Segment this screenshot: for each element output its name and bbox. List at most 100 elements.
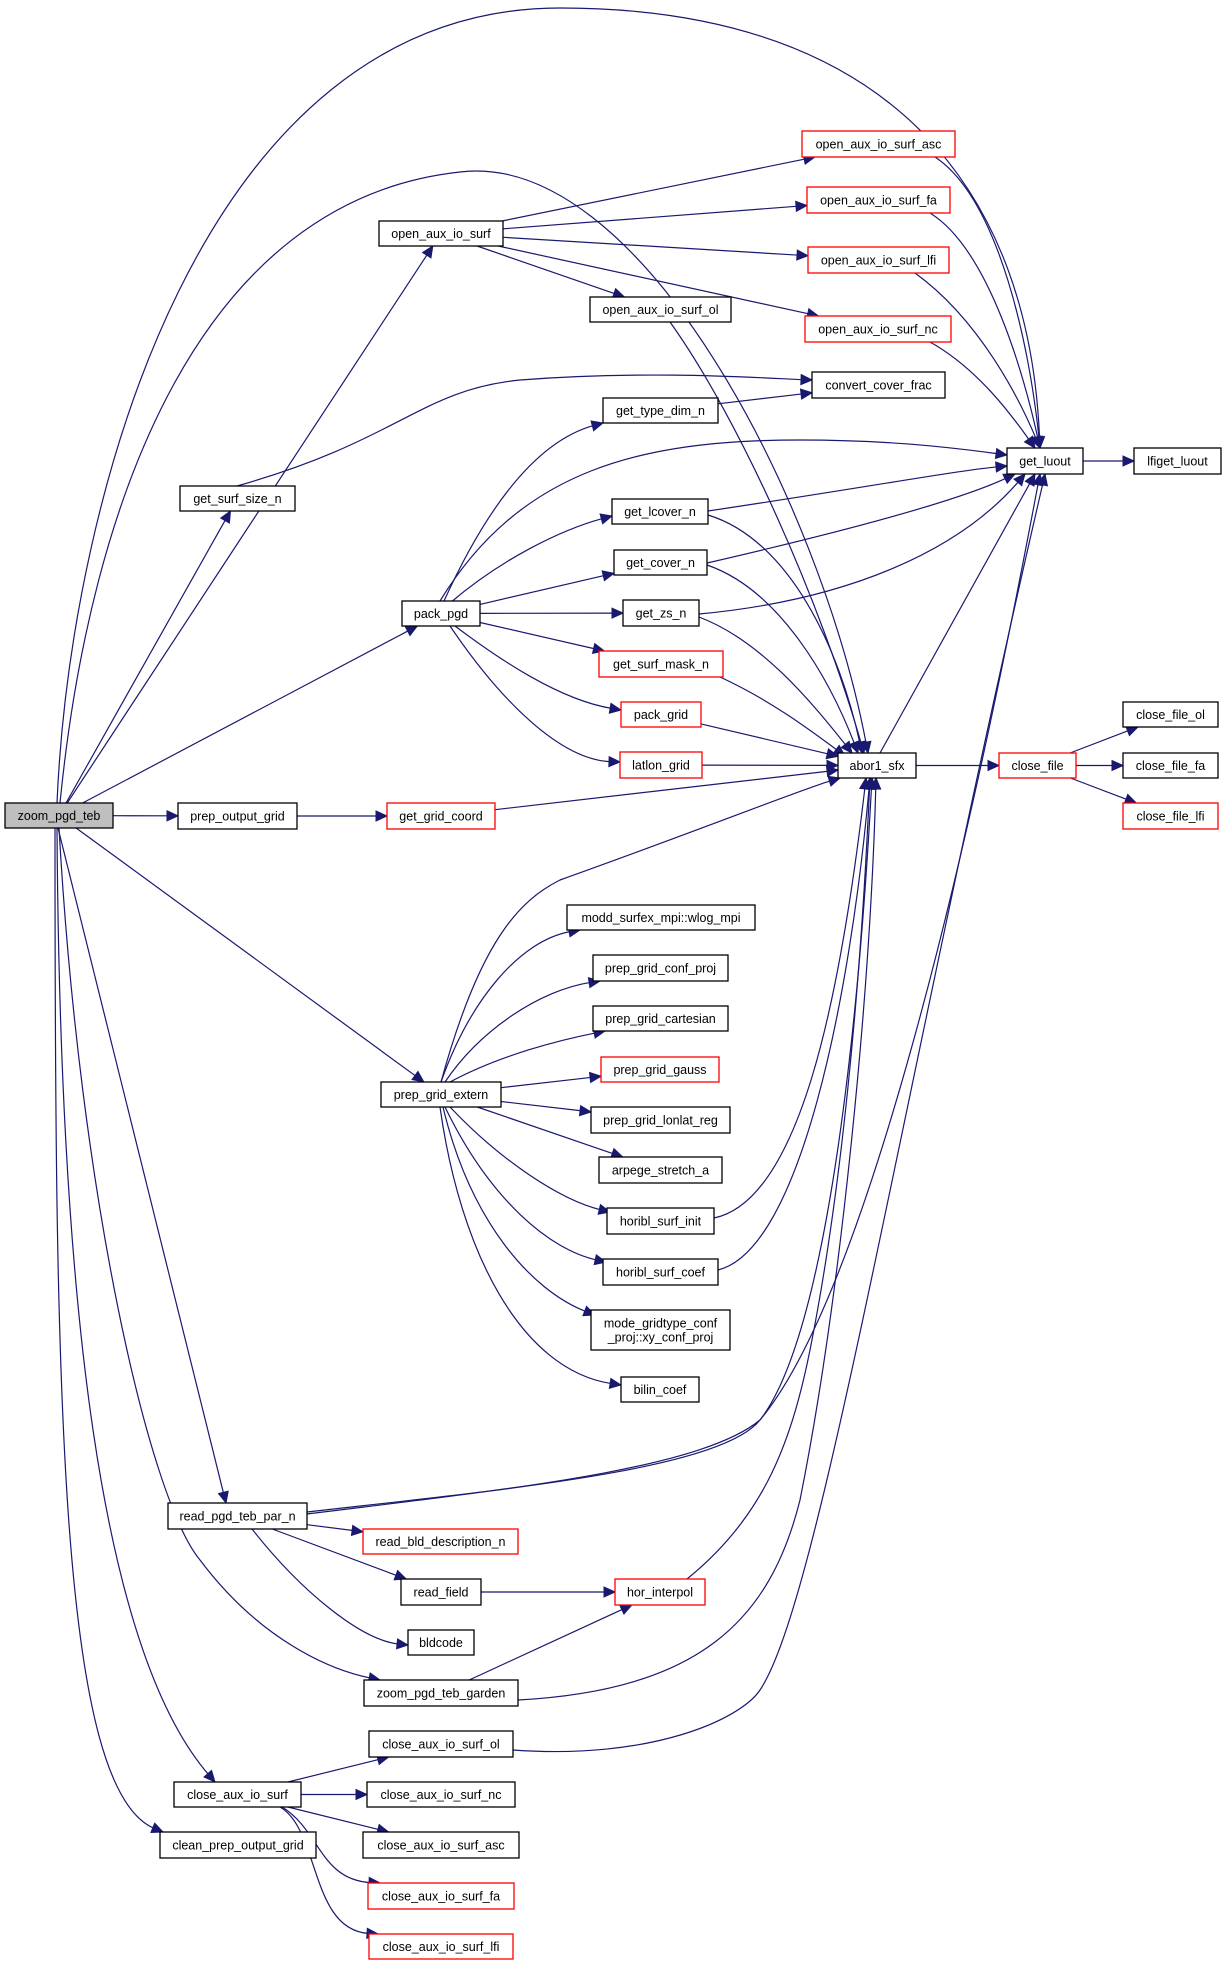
node-zoom-pgd-teb[interactable]: zoom_pgd_teb: [4, 802, 114, 829]
node-box[interactable]: [619, 751, 703, 779]
node-close-file[interactable]: close_file: [998, 752, 1077, 779]
node-box[interactable]: [804, 315, 952, 343]
node-box[interactable]: [598, 650, 724, 678]
node-close-aux-io-surf-fa[interactable]: close_aux_io_surf_fa: [367, 1882, 515, 1910]
node-open-aux-io-surf[interactable]: open_aux_io_surf: [378, 220, 504, 247]
node-box[interactable]: [998, 752, 1077, 779]
node-box[interactable]: [611, 498, 709, 525]
node-box[interactable]: [602, 397, 719, 424]
node-close-file-lfi[interactable]: close_file_lfi: [1122, 802, 1219, 830]
node-box[interactable]: [386, 802, 496, 830]
node-box[interactable]: [401, 600, 481, 627]
node-box[interactable]: [380, 1081, 502, 1108]
node-box[interactable]: [620, 701, 702, 728]
node-box[interactable]: [606, 1207, 715, 1235]
node-abor1-sfx[interactable]: abor1_sfx: [837, 752, 917, 779]
node-open-aux-io-surf-asc[interactable]: open_aux_io_surf_asc: [801, 130, 956, 158]
node-close-aux-io-surf-ol[interactable]: close_aux_io_surf_ol: [368, 1730, 514, 1758]
node-latlon-grid[interactable]: latlon_grid: [619, 751, 703, 779]
node-box[interactable]: [807, 246, 950, 274]
node-box[interactable]: [590, 1106, 731, 1134]
node-horibl-surf-coef[interactable]: horibl_surf_coef: [602, 1258, 719, 1286]
node-box[interactable]: [1122, 802, 1219, 830]
node-open-aux-io-surf-lfi[interactable]: open_aux_io_surf_lfi: [807, 246, 950, 274]
node-prep-output-grid[interactable]: prep_output_grid: [177, 802, 298, 830]
node-box[interactable]: [622, 599, 700, 627]
node-read-bld-description-n[interactable]: read_bld_description_n: [362, 1528, 519, 1555]
node-box[interactable]: [363, 1679, 519, 1707]
node-box[interactable]: [566, 904, 756, 931]
node-box[interactable]: [367, 1882, 515, 1910]
node-lfiget-luout[interactable]: lfiget_luout: [1133, 447, 1222, 475]
node-prep-grid-conf-proj[interactable]: prep_grid_conf_proj: [592, 954, 729, 982]
node-box[interactable]: [589, 296, 732, 323]
node-box[interactable]: [590, 1309, 731, 1351]
node-box[interactable]: [600, 1056, 720, 1083]
node-box[interactable]: [177, 802, 298, 830]
node-get-luout[interactable]: get_luout: [1006, 447, 1084, 475]
node-get-lcover-n[interactable]: get_lcover_n: [611, 498, 709, 525]
node-prep-grid-cartesian[interactable]: prep_grid_cartesian: [592, 1005, 729, 1032]
node-close-aux-io-surf[interactable]: close_aux_io_surf: [173, 1781, 302, 1808]
node-box[interactable]: [407, 1629, 475, 1656]
node-box[interactable]: [362, 1528, 519, 1555]
node-box[interactable]: [368, 1730, 514, 1758]
node-convert-cover-frac[interactable]: convert_cover_frac: [811, 371, 946, 399]
node-box[interactable]: [592, 954, 729, 982]
node-close-aux-io-surf-lfi[interactable]: close_aux_io_surf_lfi: [368, 1933, 514, 1960]
node-wlog-mpi[interactable]: modd_surfex_mpi::wlog_mpi: [566, 904, 756, 931]
node-box[interactable]: [173, 1781, 302, 1808]
node-pack-grid[interactable]: pack_grid: [620, 701, 702, 728]
node-box[interactable]: [1122, 752, 1219, 779]
node-close-aux-io-surf-asc[interactable]: close_aux_io_surf_asc: [362, 1831, 520, 1859]
node-clean-prep-output-grid[interactable]: clean_prep_output_grid: [159, 1831, 317, 1859]
node-box[interactable]: [1006, 447, 1084, 475]
node-box[interactable]: [179, 485, 296, 512]
node-box[interactable]: [801, 130, 956, 158]
node-horibl-surf-init[interactable]: horibl_surf_init: [606, 1207, 715, 1235]
node-xy-conf-proj[interactable]: mode_gridtype_conf_proj::xy_conf_proj: [590, 1309, 731, 1351]
node-close-aux-io-surf-nc[interactable]: close_aux_io_surf_nc: [366, 1781, 516, 1808]
node-box[interactable]: [602, 1258, 719, 1286]
node-close-file-ol[interactable]: close_file_ol: [1122, 701, 1219, 728]
node-box[interactable]: [362, 1831, 520, 1859]
node-pack-pgd[interactable]: pack_pgd: [401, 600, 481, 627]
node-box[interactable]: [159, 1831, 317, 1859]
node-box[interactable]: [4, 802, 114, 829]
node-box[interactable]: [837, 752, 917, 779]
node-bldcode[interactable]: bldcode: [407, 1629, 475, 1656]
node-bilin-coef[interactable]: bilin_coef: [620, 1376, 700, 1403]
node-read-pgd-teb-par-n[interactable]: read_pgd_teb_par_n: [167, 1502, 308, 1530]
node-box[interactable]: [614, 1578, 706, 1606]
node-box[interactable]: [592, 1005, 729, 1032]
node-open-aux-io-surf-fa[interactable]: open_aux_io_surf_fa: [806, 186, 951, 214]
node-close-file-fa[interactable]: close_file_fa: [1122, 752, 1219, 779]
node-get-surf-size-n[interactable]: get_surf_size_n: [179, 485, 296, 512]
node-prep-grid-gauss[interactable]: prep_grid_gauss: [600, 1056, 720, 1083]
node-get-cover-n[interactable]: get_cover_n: [613, 549, 708, 576]
node-box[interactable]: [1122, 701, 1219, 728]
node-get-surf-mask-n[interactable]: get_surf_mask_n: [598, 650, 724, 678]
node-get-type-dim-n[interactable]: get_type_dim_n: [602, 397, 719, 424]
node-prep-grid-extern[interactable]: prep_grid_extern: [380, 1081, 502, 1108]
node-open-aux-io-surf-nc[interactable]: open_aux_io_surf_nc: [804, 315, 952, 343]
node-open-aux-io-surf-ol[interactable]: open_aux_io_surf_ol: [589, 296, 732, 323]
node-hor-interpol[interactable]: hor_interpol: [614, 1578, 706, 1606]
node-box[interactable]: [811, 371, 946, 399]
node-box[interactable]: [598, 1156, 723, 1184]
node-box[interactable]: [368, 1933, 514, 1960]
node-zoom-pgd-teb-garden[interactable]: zoom_pgd_teb_garden: [363, 1679, 519, 1707]
node-box[interactable]: [378, 220, 504, 247]
node-box[interactable]: [620, 1376, 700, 1403]
node-box[interactable]: [400, 1578, 482, 1606]
node-read-field[interactable]: read_field: [400, 1578, 482, 1606]
node-box[interactable]: [167, 1502, 308, 1530]
node-get-grid-coord[interactable]: get_grid_coord: [386, 802, 496, 830]
node-box[interactable]: [1133, 447, 1222, 475]
node-get-zs-n[interactable]: get_zs_n: [622, 599, 700, 627]
node-arpege-stretch-a[interactable]: arpege_stretch_a: [598, 1156, 723, 1184]
node-box[interactable]: [613, 549, 708, 576]
node-box[interactable]: [366, 1781, 516, 1808]
node-prep-grid-lonlat-reg[interactable]: prep_grid_lonlat_reg: [590, 1106, 731, 1134]
node-box[interactable]: [806, 186, 951, 214]
